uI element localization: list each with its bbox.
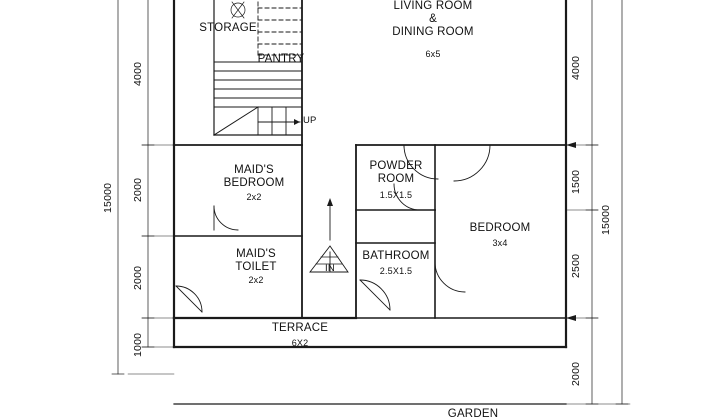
room-label-storage: STORAGE [199,22,257,34]
dimension-left-1000: 1000 [132,332,144,358]
room-dim-bathroom: 2.5X1.5 [379,266,413,276]
dimension-left-4000: 4000 [132,61,144,87]
room-dim-terrace: 6X2 [291,338,309,348]
room-label-living-dining: LIVING ROOM & DINING ROOM [392,0,474,38]
dimension-right-overall-15000: 15000 [600,204,612,236]
room-label-pantry: PANTRY [257,53,305,65]
room-label-powder-room: POWDER ROOM [369,160,423,185]
room-dim-maids-bedroom: 2x2 [246,192,262,202]
room-dim-living-dining: 6x5 [425,49,441,59]
room-dim-powder-room: 1.5X1.5 [379,190,413,200]
dimension-left-2000-lower: 2000 [132,265,144,291]
dimension-left-2000-upper: 2000 [132,177,144,203]
dimension-right-1500: 1500 [570,169,582,195]
dimension-left-overall-15000: 15000 [102,182,114,214]
annotation-entry-in: IN [325,263,335,274]
dimension-right-4000: 4000 [570,55,582,81]
room-label-terrace: TERRACE [271,322,329,334]
room-label-maids-toilet: MAID'S TOILET [235,248,277,273]
dimension-right-2500: 2500 [570,253,582,279]
room-label-garden: GARDEN [447,408,499,420]
dimension-right-2000: 2000 [570,361,582,387]
room-label-bathroom: BATHROOM [362,250,430,262]
annotation-stair-up: UP [303,115,317,126]
room-label-bedroom: BEDROOM [469,222,531,234]
room-label-maids-bedroom: MAID'S BEDROOM [223,164,285,189]
room-dim-maids-toilet: 2x2 [248,275,264,285]
room-dim-bedroom: 3x4 [492,238,508,248]
